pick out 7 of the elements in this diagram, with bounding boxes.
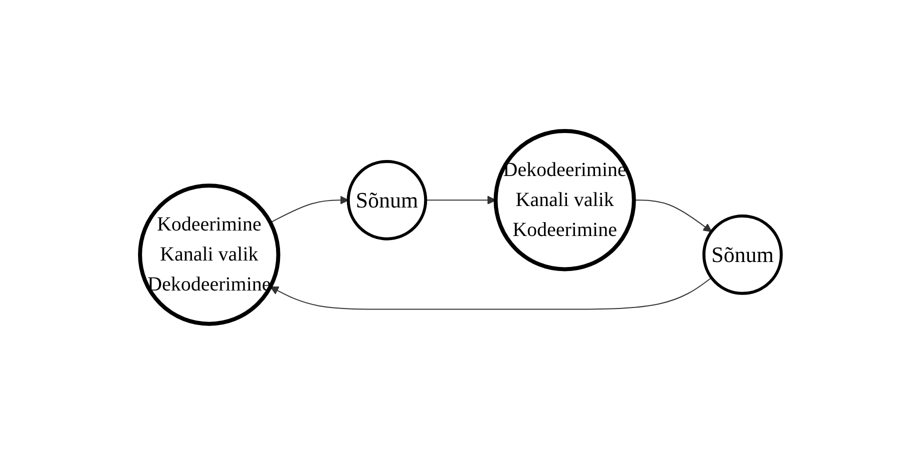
node-circle: Sõnum bbox=[702, 214, 784, 295]
node-circle: Sõnum bbox=[347, 160, 428, 240]
node-circle: Kodeerimine Kanali valik Dekodeerimine bbox=[138, 184, 281, 326]
node-circle: Dekodeerimine Kanali valik Kodeerimine bbox=[494, 129, 636, 272]
arrow bbox=[426, 196, 496, 205]
arrow bbox=[270, 196, 350, 224]
arrow bbox=[270, 277, 712, 310]
